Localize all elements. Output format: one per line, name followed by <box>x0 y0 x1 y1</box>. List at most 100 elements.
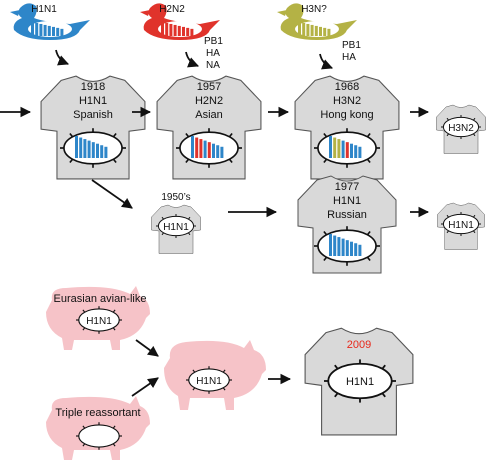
rna-segment-bar <box>212 143 215 158</box>
bird-h2n2-label: H2N2 <box>159 4 185 15</box>
rna-segment-bar <box>358 244 362 256</box>
rna-segment-bar <box>207 142 211 158</box>
rna-segment-bar <box>319 26 322 36</box>
rna-segment-bar <box>358 146 362 158</box>
rna-bars-h2n2 <box>161 22 194 36</box>
rna-segment-bar <box>47 25 51 36</box>
shirt-1957: 1957 H2N2 Asian <box>156 75 262 180</box>
bird-h1n1: H1N1 <box>10 3 90 41</box>
rna-bars-1977 <box>329 234 362 256</box>
bird-h3: H3N? <box>277 3 357 41</box>
pig-triple: Triple reassortant <box>46 396 150 460</box>
rna-segment-bar <box>161 22 164 36</box>
rna-segment-bar <box>220 146 224 158</box>
rna-segment-bar <box>31 22 34 36</box>
rna-segment-bar <box>87 140 91 158</box>
rna-segment-bar <box>314 25 318 36</box>
rna-segment-bar <box>199 139 203 158</box>
rna-segment-bar <box>327 28 331 36</box>
shirt-1968: 1968 H3N2 Hong kong <box>294 75 400 180</box>
rna-bars-1968 <box>329 136 362 158</box>
rna-segment-bar <box>337 237 341 256</box>
segment-ha-h3: HA <box>342 52 356 63</box>
rna-segment-bar <box>350 241 353 256</box>
rna-segment-bar <box>191 136 194 158</box>
rna-segment-bar <box>43 24 47 36</box>
rna-segment-bar <box>83 139 87 158</box>
rna-segment-bar <box>56 27 60 36</box>
bird-h1n1-label: H1N1 <box>31 4 57 15</box>
rna-segment-bar <box>329 234 332 256</box>
shirt-1977: 1977 H1N1 Russian <box>297 175 397 274</box>
year-1977: 1977 <box>335 181 359 193</box>
rna-segment-bar <box>216 145 220 158</box>
rna-segment-bar <box>195 137 199 158</box>
name-1957: Asian <box>195 109 223 121</box>
rna-segment-bar <box>298 22 301 36</box>
subtype-1918: H1N1 <box>79 95 107 107</box>
rna-segment-bar <box>345 142 349 158</box>
rna-bars-1918 <box>75 136 108 158</box>
small-label-h3n2: H3N2 <box>448 123 474 134</box>
rna-segment-bar <box>350 143 353 158</box>
name-1968: Hong kong <box>320 109 373 121</box>
rna-segment-bar <box>39 23 43 36</box>
rna-segment-bar <box>337 139 341 158</box>
rna-segment-bar <box>333 235 337 256</box>
shirt-1918: 1918 H1N1 Spanish <box>40 75 146 180</box>
timeline-arrows <box>0 106 430 397</box>
rna-segment-bar <box>35 22 39 36</box>
rna-segment-bar <box>186 27 190 36</box>
rna-segment-bar <box>173 24 177 36</box>
shirt-2009: 2009 H1N1 <box>304 327 414 436</box>
rna-segment-bar <box>354 243 358 256</box>
label-triple: Triple reassortant <box>55 407 140 419</box>
subtype-eurasian: H1N1 <box>86 316 112 327</box>
rna-segment-bar <box>354 145 358 158</box>
rna-segment-bar <box>323 27 327 36</box>
subtype-2009: H1N1 <box>346 376 374 388</box>
rna-segment-bar <box>190 28 194 36</box>
label-eurasian: Eurasian avian-like <box>54 293 147 305</box>
rna-bars-h1n1 <box>31 22 64 36</box>
segment-pb1: PB1 <box>204 36 223 47</box>
pig-reassortant: H1N1 <box>164 340 266 410</box>
name-1977: Russian <box>327 209 367 221</box>
small-shirt-h3n2: H3N2 <box>436 104 486 154</box>
rna-segment-bar <box>310 24 314 36</box>
pig-eurasian: H1N1 Eurasian avian-like <box>46 286 150 350</box>
subtype-1957: H2N2 <box>195 95 223 107</box>
label-1950s: 1950’s <box>161 192 190 203</box>
small-shirt-h1n1-right: H1N1 <box>437 202 485 250</box>
year-1957: 1957 <box>197 81 221 93</box>
rna-bars-1957 <box>191 136 224 158</box>
year-1918: 1918 <box>81 81 105 93</box>
subtype-reassortant: H1N1 <box>196 376 222 387</box>
rna-segment-bar <box>91 142 95 158</box>
rna-segment-bar <box>75 136 78 158</box>
year-2009: 2009 <box>347 339 371 351</box>
year-1968: 1968 <box>335 81 359 93</box>
subtype-1977: H1N1 <box>333 195 361 207</box>
rna-segment-bar <box>329 136 332 158</box>
segment-ha: HA <box>206 48 220 59</box>
rna-segment-bar <box>104 146 108 158</box>
rna-segment-bar <box>165 22 169 36</box>
rna-segment-bar <box>203 140 207 158</box>
rna-segment-bar <box>302 22 306 36</box>
rna-segment-bar <box>345 240 349 256</box>
small-label-h1n1-right: H1N1 <box>448 220 474 231</box>
rna-segment-bar <box>100 145 104 158</box>
rna-segment-bar <box>79 137 83 158</box>
small-label-h1n1-1950s: H1N1 <box>163 222 189 233</box>
subtype-1968: H3N2 <box>333 95 361 107</box>
bird-h3-label: H3N? <box>301 4 327 15</box>
rna-segment-bar <box>177 25 181 36</box>
rna-segment-bar <box>341 238 345 256</box>
bird-arrows <box>55 49 334 70</box>
small-shirt-1950s: 1950’s H1N1 <box>151 192 201 254</box>
rna-segment-bar <box>341 140 345 158</box>
rna-segment-bar <box>96 143 99 158</box>
rna-segment-bar <box>333 137 337 158</box>
segment-na: NA <box>206 60 220 71</box>
